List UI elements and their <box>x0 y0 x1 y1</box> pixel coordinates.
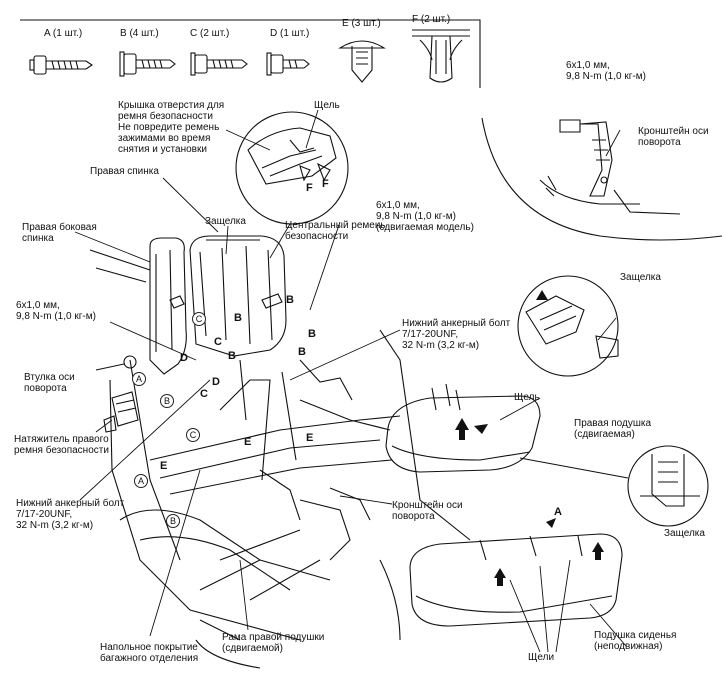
inset-circle-top <box>481 117 722 241</box>
pivot-bracket-inset-label: Кронштейн оси поворота <box>638 126 709 148</box>
seat-cushion-label: Подушка сиденья (неподвижная) <box>594 630 677 652</box>
right-cushion-label: Правая подушка (сдвигаемая) <box>574 418 652 440</box>
fastener-e-label: E (3 шт.) <box>342 18 381 29</box>
slot-top-label: Щель <box>314 100 340 111</box>
fastener-b-label: B (4 шт.) <box>120 28 159 39</box>
right-side-backrest-label: Правая боковая спинка <box>22 222 97 244</box>
belt-cover-inset <box>235 111 349 225</box>
latch-bottom-inset <box>627 445 709 527</box>
mark-e-2: E <box>306 432 314 444</box>
torque-sliding-label: 6x1,0 мм, 9,8 N-m (1,0 кг-м) (сдвигаемая… <box>376 200 474 233</box>
circle-mark-a-2: A <box>134 474 148 488</box>
torque-inset-label: 6x1,0 мм, 9,8 N-m (1,0 кг-м) <box>566 60 646 82</box>
trunk-floor-label: Напольное покрытие багажного отделения <box>100 642 199 664</box>
latch-right-label: Защелка <box>620 272 661 283</box>
slots-bottom-label: Щели <box>528 652 555 663</box>
mark-b-5: B <box>298 346 306 358</box>
mark-d-2: D <box>180 352 188 364</box>
clip-e-icon <box>338 40 386 83</box>
bolt-d-icon <box>266 52 310 76</box>
center-belt-label: Центральный ремень безопасности <box>285 220 386 242</box>
right-backrest-label: Правая спинка <box>90 166 159 177</box>
mark-a-inset: A <box>554 506 562 518</box>
mark-f-2: F <box>322 178 329 190</box>
lower-anchor-left-label: Нижний анкерный болт 7/17-20UNF, 32 N-m … <box>16 498 125 531</box>
connector-right-cushion <box>519 457 629 479</box>
mark-b-3: B <box>308 328 316 340</box>
mark-e-3: E <box>160 460 168 472</box>
circle-mark-c-1: C <box>192 312 206 326</box>
mark-d-1: D <box>212 376 220 388</box>
mark-b-4: B <box>228 350 236 362</box>
mark-f-1: F <box>306 182 313 194</box>
belt-tensioner-drawing <box>103 355 139 433</box>
bolt-b-icon <box>119 51 176 77</box>
arrow-seat-up <box>494 568 506 586</box>
arrow-cushion-up <box>455 418 469 440</box>
fastener-d-label: D (1 шт.) <box>270 28 310 39</box>
right-cushion-inset <box>517 275 619 377</box>
right-cushion-drawing <box>385 383 541 473</box>
slot-cushion-label: Щель <box>514 392 540 403</box>
latch-center-label: Защелка <box>205 216 246 227</box>
pivot-bracket-inset-drawing <box>539 119 681 215</box>
lower-anchor-center-label: Нижний анкерный болт 7/17-20UNF, 32 N-m … <box>402 318 511 351</box>
torque-left-label: 6x1,0 мм, 9,8 N-m (1,0 кг-м) <box>16 300 96 322</box>
clip-f-icon <box>412 29 470 83</box>
bolt-c-icon <box>190 52 248 76</box>
circle-mark-a-1: A <box>132 372 146 386</box>
mark-c-1: C <box>214 336 222 348</box>
circle-mark-b-2: B <box>166 514 180 528</box>
circle-mark-c-2: C <box>186 428 200 442</box>
arrow-cushion-right <box>474 424 488 434</box>
circle-mark-b-1: B <box>160 394 174 408</box>
mark-c-2: C <box>200 388 208 400</box>
right-belt-tensioner-label: Натяжитель правого ремня безопасности <box>14 434 109 456</box>
fastener-c-label: C (2 шт.) <box>190 28 230 39</box>
floor-structure-drawing <box>89 249 471 669</box>
seat-cushion-drawing <box>409 533 623 627</box>
fastener-a-label: A (1 шт.) <box>44 28 83 39</box>
mark-b-1: B <box>286 294 294 306</box>
bolt-a-icon <box>29 55 93 75</box>
fastener-f-label: F (2 шт.) <box>412 14 451 25</box>
mark-b-2: B <box>234 312 242 324</box>
right-side-backrest-drawing <box>149 237 187 375</box>
arrow-inset-up <box>536 290 548 300</box>
right-backrest-drawing <box>189 235 287 357</box>
pivot-bushing-label: Втулка оси поворота <box>24 372 75 394</box>
pivot-bracket-center-label: Кронштейн оси поворота <box>392 500 463 522</box>
legend-frame <box>20 19 481 88</box>
cushion-frame-label: Рама правой подушки (сдвигаемой) <box>222 632 325 654</box>
belt-hole-cover-label: Крышка отверстия для ремня безопасности … <box>118 100 225 155</box>
latch-bottom-label: Защелка <box>664 528 705 539</box>
mark-e-1: E <box>244 436 252 448</box>
arrow-seat-up-2 <box>592 542 604 560</box>
arrow-a-right <box>546 518 556 528</box>
